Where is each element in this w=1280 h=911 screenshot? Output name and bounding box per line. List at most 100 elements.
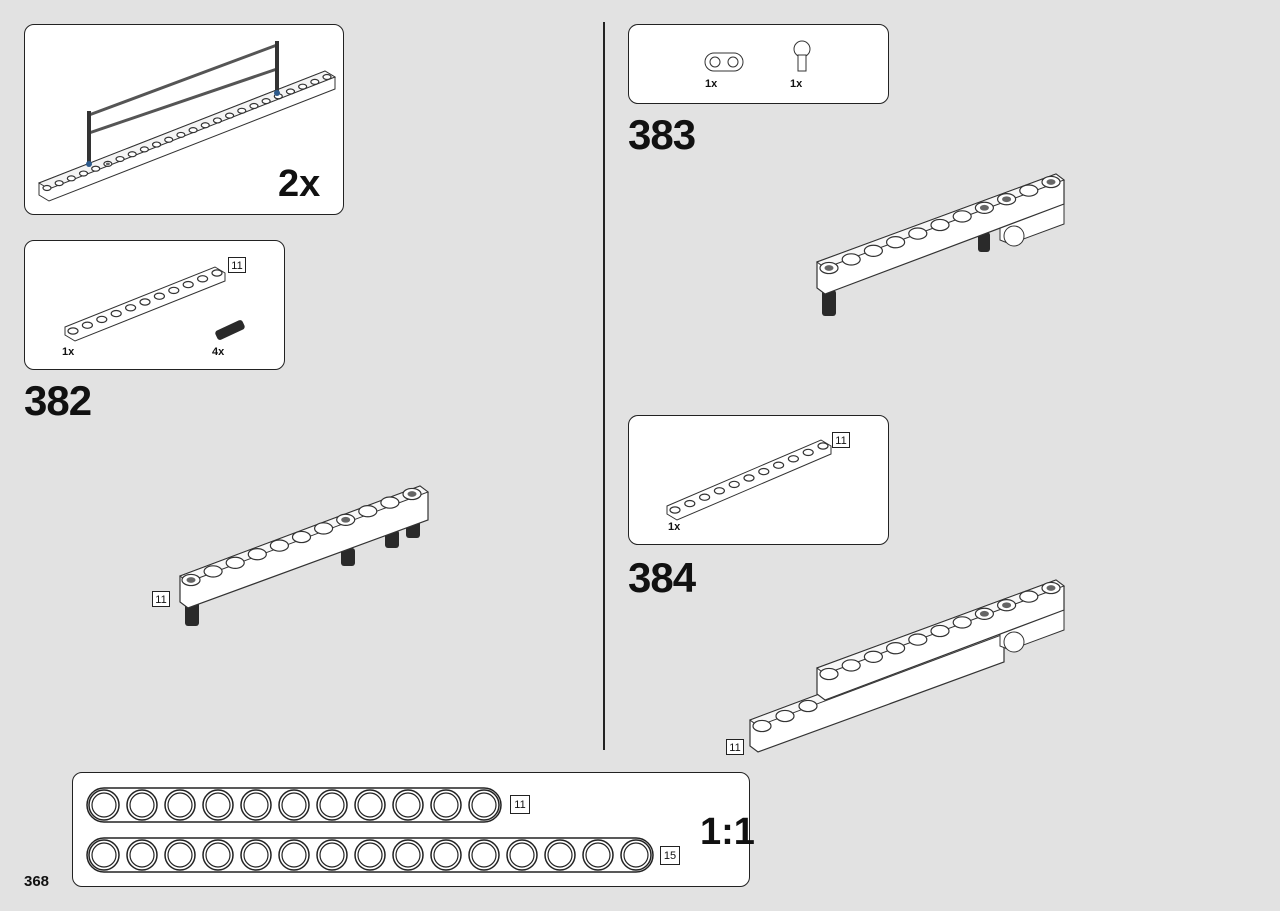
- pin-inserted: [186, 577, 196, 583]
- beam-hole: [212, 117, 223, 124]
- beam-hole: [885, 642, 906, 655]
- ruler-hole-inner: [281, 792, 307, 818]
- ruler-hole: [430, 839, 462, 871]
- pin-inserted: [341, 516, 351, 523]
- beam-hole: [54, 180, 64, 187]
- step-number-383: 383: [628, 111, 696, 158]
- beam-icon: [748, 579, 1066, 753]
- beam-hole: [127, 151, 137, 158]
- beam-hole: [819, 261, 839, 275]
- beam-hole: [322, 73, 332, 81]
- beam-hole: [168, 286, 180, 295]
- step-383-parts-box: 1x 1x: [628, 24, 889, 104]
- ruler-hole-inner: [167, 842, 193, 868]
- beam-hole: [841, 253, 861, 266]
- ruler-hole: [126, 839, 158, 871]
- ruler-hole: [126, 789, 158, 821]
- ruler-hole: [392, 789, 424, 821]
- beam-hole: [78, 170, 89, 177]
- ruler-hole: [544, 839, 576, 871]
- ruler-hole: [582, 839, 614, 871]
- beam-hole: [225, 112, 235, 119]
- pin-inserted: [979, 204, 989, 211]
- step-382-parts-box: 1x 4x 11: [24, 240, 285, 370]
- beam-hole: [952, 616, 972, 629]
- part-qty-axle-pin: 1x: [790, 78, 803, 90]
- step-number-384: 384: [628, 554, 696, 601]
- beam-hole: [952, 210, 972, 223]
- subassembly-illustration: [37, 41, 337, 202]
- beam-hole: [96, 315, 108, 324]
- beam-hole: [110, 309, 122, 318]
- connector-pin-icon: [822, 290, 836, 316]
- ruler-hole: [240, 789, 272, 821]
- beam-hole: [182, 280, 194, 289]
- ruler-hole: [164, 839, 196, 871]
- ruler-hole: [620, 839, 652, 871]
- beam-hole: [181, 573, 201, 587]
- beam-hole: [713, 487, 726, 495]
- beam-hole: [974, 201, 995, 214]
- beam-hole: [728, 480, 740, 489]
- ruler-hole-inner: [395, 842, 421, 868]
- pin-inserted: [1002, 196, 1012, 203]
- step-384-parts-illustration: [666, 439, 832, 521]
- ruler-hole: [88, 839, 120, 871]
- beam-hole: [1019, 590, 1039, 603]
- beam-hole: [996, 193, 1017, 206]
- step-382-length-callout: 11: [152, 591, 170, 607]
- beam-hole: [314, 522, 334, 535]
- ruler-hole-inner: [509, 842, 535, 868]
- beam-hole: [66, 175, 76, 182]
- ruler-hole: [316, 789, 348, 821]
- ruler-hole-inner: [433, 792, 459, 818]
- beam-hole: [188, 127, 198, 134]
- beam-hole: [124, 304, 137, 312]
- pin-inserted: [1046, 179, 1056, 185]
- part-qty-pin: 4x: [212, 346, 225, 358]
- beam-hole: [930, 218, 950, 232]
- ruler-hole-inner: [205, 792, 231, 818]
- ruler-hole-inner: [319, 842, 345, 868]
- ruler-hole-inner: [471, 792, 497, 818]
- ruler-hole-inner: [623, 842, 649, 868]
- beam-hole: [380, 496, 400, 509]
- pin-inserted: [824, 265, 834, 271]
- beam-hole: [930, 624, 950, 638]
- beam-hole: [773, 461, 785, 469]
- beam-hole: [91, 165, 101, 172]
- ruler-hole: [202, 789, 234, 821]
- beam-hole: [863, 244, 884, 257]
- step-number-382: 382: [24, 377, 92, 424]
- beam-icon: [178, 485, 430, 609]
- scale-ruler-illustration: [86, 787, 654, 873]
- beam-hole: [669, 506, 681, 514]
- ruler-length-15: 15: [660, 846, 680, 865]
- beam-icon: [815, 173, 1066, 295]
- beam-hole: [176, 131, 186, 138]
- beam-hole: [743, 474, 755, 482]
- beam-hole: [285, 88, 296, 95]
- subassembly-multiplier: 2x: [278, 163, 321, 205]
- beam-hole: [237, 107, 247, 114]
- beam-hole: [197, 275, 209, 283]
- beam-hole: [817, 442, 829, 450]
- beam-icon: [666, 439, 832, 521]
- beam-hole: [336, 513, 356, 526]
- column-divider: [603, 22, 605, 750]
- ruler-hole-inner: [357, 842, 383, 868]
- ruler-hole: [164, 789, 196, 821]
- ruler-hole: [392, 839, 424, 871]
- ruler-hole: [468, 789, 500, 821]
- beam-icon: [86, 837, 654, 873]
- ruler-hole-inner: [395, 792, 421, 818]
- beam-hole: [225, 556, 245, 569]
- ruler-hole: [506, 839, 538, 871]
- beam-icon: [64, 266, 226, 342]
- beam-icon: [86, 787, 502, 823]
- beam-hole: [841, 659, 861, 672]
- beam-hole: [402, 487, 422, 501]
- beam-hole: [81, 321, 94, 329]
- part-qty-beam: 1x: [62, 346, 75, 358]
- beam-hole: [1041, 581, 1061, 595]
